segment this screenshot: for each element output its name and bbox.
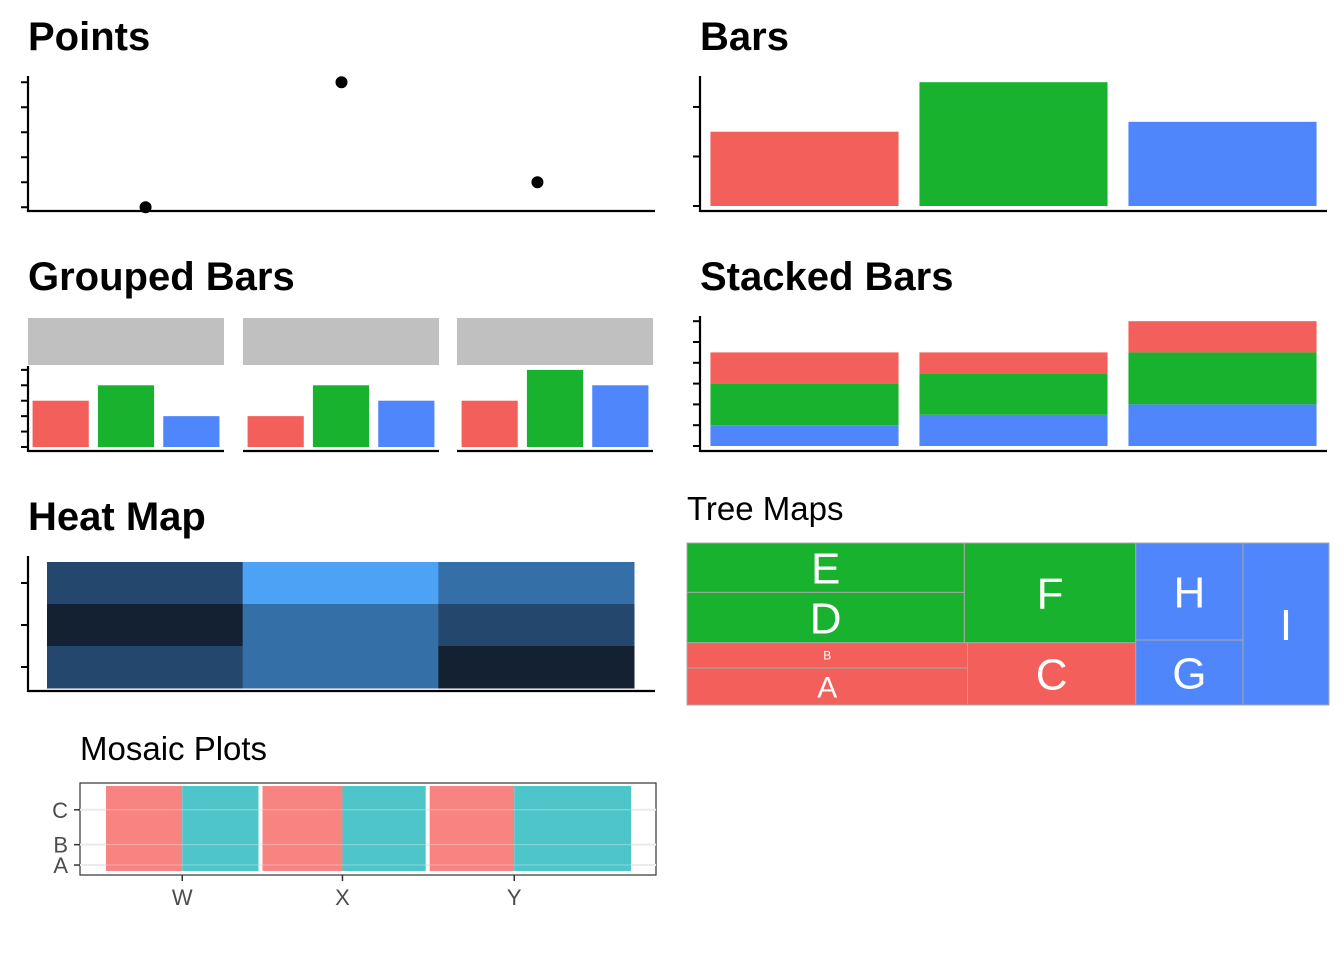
treemap-cell — [967, 642, 1137, 706]
mosaic-plots-title: Mosaic Plots — [80, 730, 267, 767]
mosaic-y-tick-label: B — [53, 833, 68, 858]
bars-bar — [710, 131, 899, 206]
mosaic-x-tick-label: X — [335, 885, 350, 910]
mosaic-tile — [342, 786, 426, 871]
bars-bar — [919, 82, 1108, 206]
mosaic-tile — [262, 786, 343, 871]
points-chart — [21, 76, 655, 214]
bars-title: Bars — [700, 15, 789, 59]
treemap-cell-label: G — [1172, 649, 1206, 698]
mosaic-y-tick-label: C — [52, 798, 68, 823]
points-point — [139, 201, 152, 214]
heat-map-chart — [21, 556, 655, 693]
treemap-cell — [686, 667, 969, 706]
mosaic-tile — [514, 786, 631, 871]
stacked-bar-segment — [1128, 404, 1317, 446]
mosaic-plots-chart: ABC W X Y — [52, 782, 657, 910]
grouped-facet-strip — [457, 318, 653, 365]
stacked-bar-segment — [710, 425, 899, 446]
treemap-cell-label: E — [811, 545, 840, 594]
treemap-cell-label: F — [1037, 570, 1064, 619]
grouped-bar — [526, 369, 584, 447]
treemap-cell — [686, 542, 965, 593]
grouped-bar — [32, 400, 89, 447]
bars-bar — [1128, 121, 1317, 206]
heat-map-cell — [242, 604, 439, 647]
grouped-bar — [163, 416, 220, 447]
stacked-bar-segment — [1128, 321, 1317, 353]
stacked-bar-segment — [919, 352, 1108, 374]
grouped-facet-strip — [28, 318, 224, 365]
treemap-cell-label: I — [1280, 601, 1292, 650]
tree-maps-title: Tree Maps — [687, 490, 844, 527]
stacked-bar-segment — [710, 352, 899, 384]
grouped-bar — [312, 385, 370, 447]
grouped-bars-title: Grouped Bars — [28, 255, 295, 299]
mosaic-y-tick-label: A — [53, 853, 68, 878]
heat-map-cell — [47, 604, 244, 647]
treemap-cell-label: D — [810, 594, 842, 643]
stacked-bar-segment — [1128, 352, 1317, 405]
mosaic-x-tick-label: W — [172, 885, 193, 910]
grouped-bar — [247, 416, 304, 447]
mosaic-tile — [429, 786, 515, 871]
points-point — [531, 176, 544, 189]
points-point — [335, 76, 348, 89]
grouped-bar — [461, 400, 518, 447]
mosaic-x-tick-label: Y — [507, 885, 522, 910]
heat-map-cell — [438, 562, 635, 605]
heat-map-cell — [438, 646, 635, 689]
bars-chart — [693, 76, 1327, 213]
treemap-cell — [1135, 639, 1244, 706]
stacked-bar-segment — [919, 373, 1108, 415]
heat-map-cell — [242, 646, 439, 689]
grouped-bars-chart — [21, 318, 653, 453]
treemap-cell — [1135, 542, 1244, 641]
treemap-cell-label: A — [817, 671, 837, 704]
grouped-bar — [97, 385, 155, 447]
tree-maps-chart: ED F BA C HG I — [686, 542, 1330, 706]
stacked-bar-segment — [710, 383, 899, 426]
mosaic-tile — [106, 786, 183, 871]
treemap-cell-label: H — [1173, 568, 1205, 617]
grouped-bar — [592, 385, 649, 447]
treemap-cell-label: C — [1036, 651, 1068, 700]
treemap-cell-label: B — [823, 649, 831, 663]
heat-map-cell — [242, 562, 439, 605]
grouped-bar — [378, 400, 435, 447]
treemap-cell — [1242, 542, 1330, 706]
heat-map-cell — [47, 562, 244, 605]
stacked-bars-title: Stacked Bars — [700, 255, 953, 299]
grouped-facet-strip — [243, 318, 439, 365]
stacked-bar-segment — [919, 414, 1108, 446]
stacked-bars-chart — [693, 316, 1327, 453]
mosaic-tile — [182, 786, 259, 871]
heat-map-cell — [47, 646, 244, 689]
treemap-cell — [686, 642, 969, 669]
heat-map-title: Heat Map — [28, 495, 206, 539]
heat-map-cell — [438, 604, 635, 647]
treemap-cell — [963, 542, 1137, 644]
points-title: Points — [28, 15, 150, 59]
